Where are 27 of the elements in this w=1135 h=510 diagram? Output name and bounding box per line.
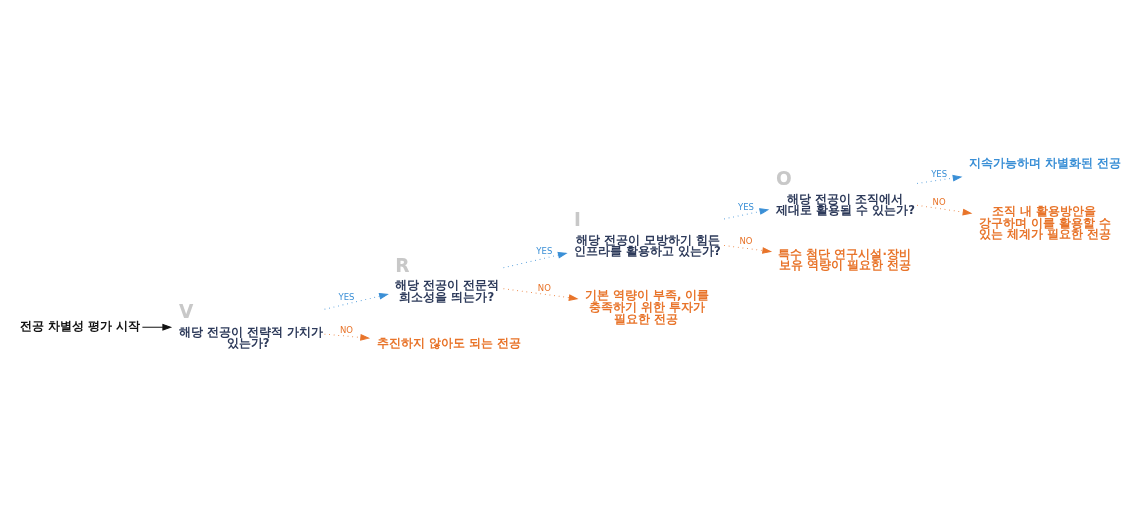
node-text: 조직 내 활용방안을 강구하며 이를 활용할 수 있는 체계가 필요한 전공 [978,204,1111,242]
arrow [723,208,769,220]
node-text: 해당 전공이 전문적 희소성을 띄는가? [395,278,500,304]
arrow [324,333,370,341]
node-text: 해당 전공이 전략적 가치가 있는가? [178,324,323,351]
arrow [916,204,972,216]
arrow [324,293,388,310]
edge-label: NO [537,282,551,293]
edge-label: YES [338,292,355,303]
edge-label: NO [932,197,946,208]
arrow [141,324,172,331]
arrow [503,288,578,301]
node-text: 지속가능하며 차별화된 전공 [968,156,1121,171]
arrow [503,251,567,269]
arrow [916,174,962,184]
edge-label: NO [340,324,354,335]
edge-label: NO [739,236,753,247]
edge-label: YES [737,202,754,213]
node-text: 추진하지 않아도 되는 전공 [376,336,521,351]
edge-label: YES [536,245,553,256]
edge-label: YES [931,169,948,180]
arrow [723,245,772,254]
node-text: 특수 첨단 연구시설·장비 보유 역량이 필요한 전공 [778,246,912,273]
node-text: 전공 차별성 평가 시작 [19,318,140,333]
node-text: 해당 전공이 모방하기 힘든 인프라를 활용하고 있는가? [574,232,721,259]
node-text: 해당 전공이 조직에서 제대로 활용될 수 있는가? [776,191,915,218]
node-text: 기본 역량이 부족, 이를 충족하기 위한 투자가 필요한 전공 [584,288,710,326]
